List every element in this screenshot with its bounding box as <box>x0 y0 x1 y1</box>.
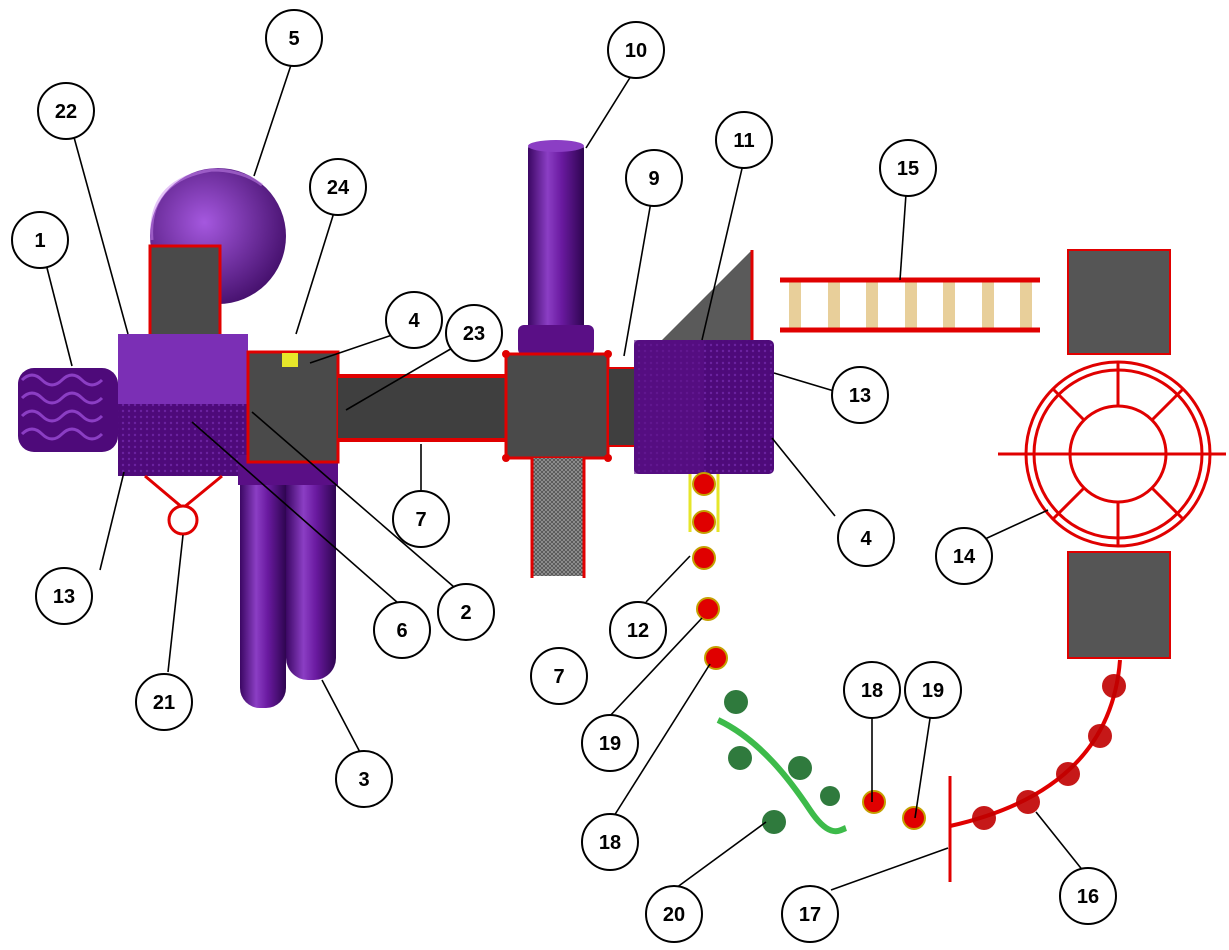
callout-4-right: 4 <box>837 509 895 567</box>
svg-text:10: 10 <box>625 40 647 62</box>
svg-text:18: 18 <box>599 832 621 854</box>
callout-19-right: 19 <box>904 661 962 719</box>
callout-16: 16 <box>1059 867 1117 925</box>
svg-text:3: 3 <box>358 769 369 791</box>
svg-text:13: 13 <box>849 385 871 407</box>
callout-22: 22 <box>37 82 95 140</box>
callout-23: 23 <box>445 304 503 362</box>
callout-13-left: 13 <box>35 567 93 625</box>
bridge-walkway <box>338 374 506 442</box>
svg-text:5: 5 <box>288 28 299 50</box>
callout-8: 7 <box>530 647 588 705</box>
svg-text:17: 17 <box>799 904 821 926</box>
svg-text:23: 23 <box>463 323 485 345</box>
callout-18-left: 18 <box>581 813 639 871</box>
center-deck <box>502 350 612 462</box>
callout-10: 10 <box>607 21 665 79</box>
svg-text:22: 22 <box>55 101 77 123</box>
middle-deck <box>246 350 340 464</box>
svg-text:4: 4 <box>408 310 420 332</box>
right-tower-roof <box>634 250 774 532</box>
callout-2: 2 <box>437 583 495 641</box>
callout-14: 14 <box>935 527 993 585</box>
callouts: 5 10 22 24 11 9 15 1 4 23 13 7 4 14 13 6… <box>11 9 1117 943</box>
svg-text:24: 24 <box>327 177 350 199</box>
left-tower-roof <box>118 334 248 476</box>
callout-19-left: 19 <box>581 714 639 772</box>
svg-text:9: 9 <box>648 168 659 190</box>
arc-climber <box>948 659 1126 882</box>
callout-20: 20 <box>645 885 703 943</box>
vine-climber <box>716 690 848 835</box>
leader-lines <box>45 55 1085 891</box>
svg-text:7: 7 <box>415 509 426 531</box>
svg-text:15: 15 <box>897 158 919 180</box>
svg-text:7: 7 <box>553 666 564 688</box>
svg-text:21: 21 <box>153 692 175 714</box>
upper-right-deck <box>1067 249 1171 355</box>
svg-text:4: 4 <box>860 528 872 550</box>
left-deck-chute <box>148 244 222 340</box>
svg-text:14: 14 <box>953 546 976 568</box>
stepping-pods <box>692 472 926 830</box>
horizontal-ladder <box>780 277 1040 333</box>
ring-handle-component <box>144 474 223 536</box>
svg-text:6: 6 <box>396 620 407 642</box>
callout-12: 12 <box>609 601 667 659</box>
callout-21: 21 <box>135 673 193 731</box>
svg-text:16: 16 <box>1077 886 1099 908</box>
spinner-wheel <box>998 360 1226 548</box>
svg-text:19: 19 <box>922 680 944 702</box>
svg-text:13: 13 <box>53 586 75 608</box>
svg-text:2: 2 <box>460 602 471 624</box>
connector-deck <box>607 367 639 447</box>
callout-11: 11 <box>715 111 773 169</box>
callout-13-right: 13 <box>831 366 889 424</box>
svg-text:11: 11 <box>733 130 754 152</box>
svg-text:19: 19 <box>599 733 621 755</box>
svg-text:12: 12 <box>627 620 649 642</box>
twin-tube-slide <box>238 455 338 708</box>
stair-section <box>530 458 586 578</box>
callout-4-top: 4 <box>385 291 443 349</box>
callout-5: 5 <box>265 9 323 67</box>
callout-6: 6 <box>373 601 431 659</box>
callout-18-right: 18 <box>843 661 901 719</box>
callout-1: 1 <box>11 211 69 269</box>
callout-17: 17 <box>781 885 839 943</box>
vertical-tube-slide <box>518 140 594 355</box>
lower-right-deck <box>1067 551 1171 659</box>
callout-9: 9 <box>625 149 683 207</box>
svg-text:1: 1 <box>34 230 45 252</box>
svg-text:18: 18 <box>861 680 883 702</box>
callout-24: 24 <box>309 158 367 216</box>
svg-text:20: 20 <box>663 904 685 926</box>
callout-3: 3 <box>335 750 393 808</box>
callout-15: 15 <box>879 139 937 197</box>
climbing-net-component <box>18 368 118 452</box>
callout-7: 7 <box>392 490 450 548</box>
